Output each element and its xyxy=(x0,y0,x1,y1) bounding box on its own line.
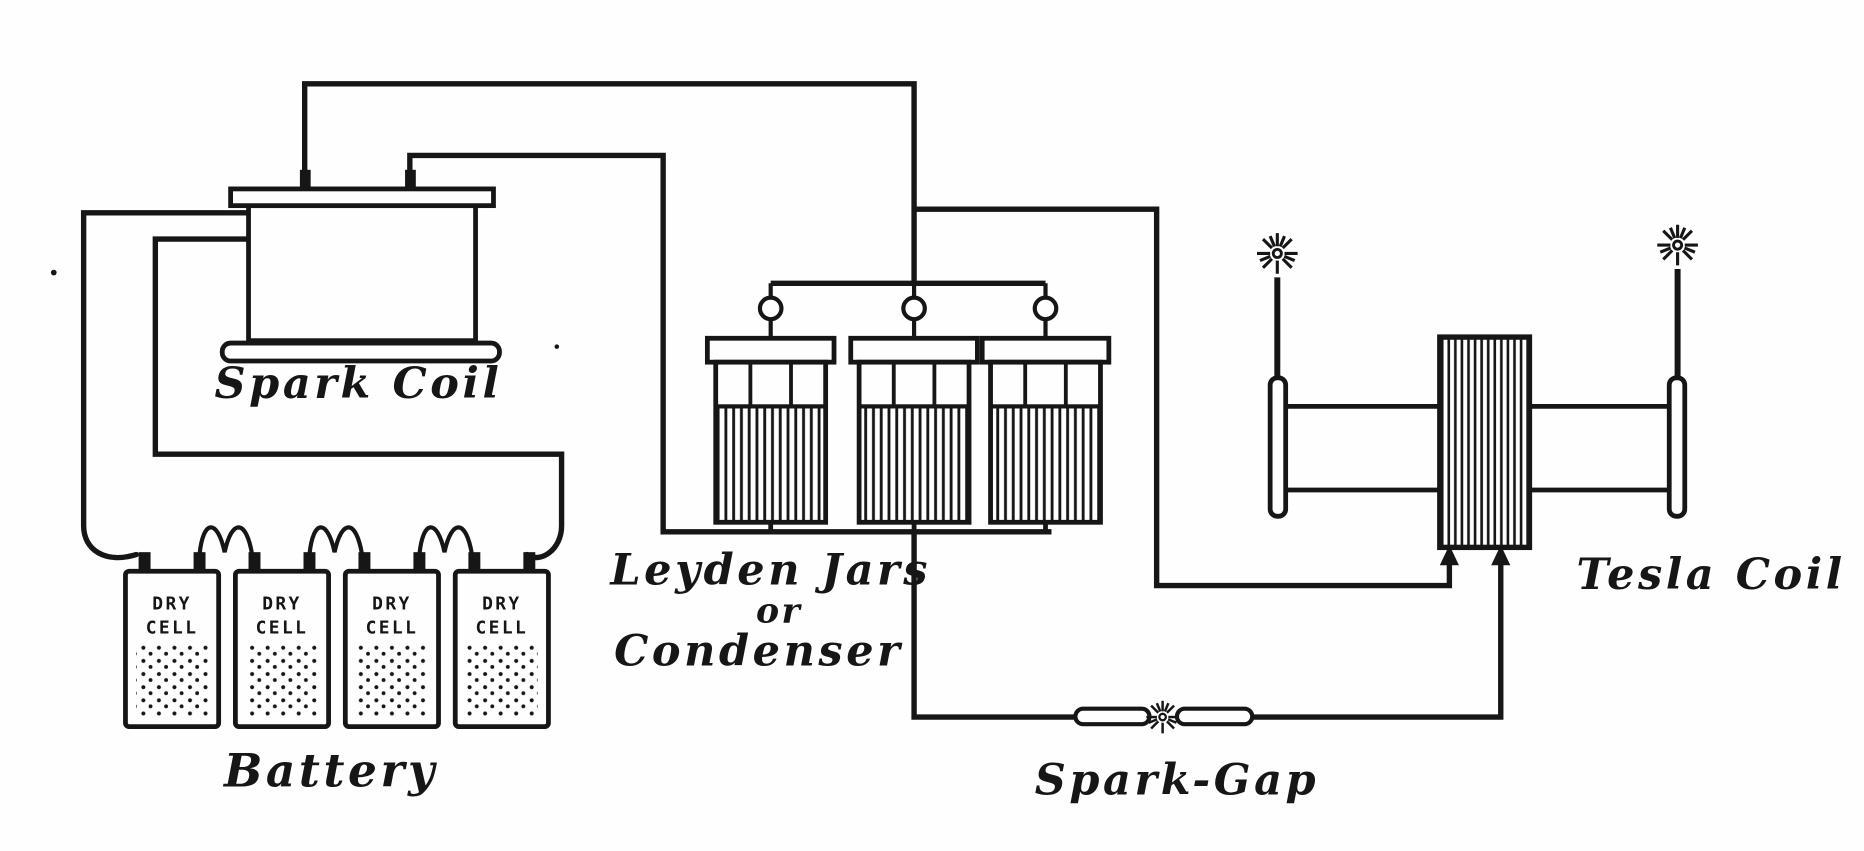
cell-terminal xyxy=(358,552,371,572)
dry-cell xyxy=(233,568,331,729)
cell-terminal xyxy=(138,552,151,572)
spark-gap-figure xyxy=(1073,701,1255,734)
discharge-spark-icon xyxy=(1257,233,1298,274)
wire-sparkgap-to-primary xyxy=(1252,564,1504,720)
spark-gap-label: Spark-Gap xyxy=(1035,756,1319,806)
tesla-coil-figure xyxy=(1257,225,1698,566)
wire-sparkcoil-to-jar-bottoms xyxy=(407,152,1052,535)
cell-terminal xyxy=(248,552,261,572)
ink-specks xyxy=(50,269,560,349)
primary-terminal-arrow xyxy=(1439,544,1459,566)
primary-winding xyxy=(1437,334,1533,551)
diagram-root: Spark Coil Leyden Jars or Condenser Batt… xyxy=(50,81,1845,806)
wire-knobline-to-primary xyxy=(914,206,1453,589)
coil-end-disc-left xyxy=(1267,375,1289,519)
spark-coil-label: Spark Coil xyxy=(215,359,503,409)
primary-terminal-arrow xyxy=(1491,544,1511,566)
leyden-jar xyxy=(848,283,980,534)
wire-jars-to-sparkgap xyxy=(911,533,1077,720)
cell-terminal xyxy=(468,552,481,572)
leyden-jar xyxy=(979,283,1112,534)
spark-coil-body xyxy=(246,203,478,344)
jar-cap xyxy=(979,335,1112,365)
spark-coil-top-plate xyxy=(228,186,496,209)
cell-terminal xyxy=(193,552,206,572)
spark-gap-rod-left xyxy=(1073,706,1152,727)
dry-cell-label-line2: CELL xyxy=(476,617,529,638)
leyden-jars-label-line3: Condenser xyxy=(614,627,903,677)
spark-coil-terminal-right xyxy=(405,169,416,189)
dry-cell-label-line1: DRY xyxy=(372,594,412,615)
spark-coil-figure xyxy=(219,169,502,364)
spark-icon xyxy=(1146,701,1179,734)
jar-foil xyxy=(713,404,828,525)
dry-cell xyxy=(123,568,222,729)
jar-foil xyxy=(857,404,972,525)
jar-knob xyxy=(1032,295,1059,322)
leyden-jars-label-line2: or xyxy=(756,591,802,632)
cell-stipple xyxy=(246,642,318,718)
tesla-coil-label: Tesla Coil xyxy=(1576,550,1845,600)
spark-coil-terminal-left xyxy=(299,169,311,189)
jar-knob xyxy=(901,295,927,322)
leyden-jar xyxy=(704,283,837,534)
dry-cell-label-line1: DRY xyxy=(152,594,192,615)
battery-label: Battery xyxy=(222,743,438,797)
discharge-spark-icon xyxy=(1657,225,1698,266)
cell-terminal xyxy=(523,552,536,572)
dry-cell xyxy=(342,568,441,729)
labels: Spark Coil Leyden Jars or Condenser Batt… xyxy=(146,359,1845,806)
dry-cell-label-line2: CELL xyxy=(366,617,419,638)
dry-cell-label-line2: CELL xyxy=(256,617,309,638)
cell-stipple xyxy=(466,642,538,718)
coil-end-disc-right xyxy=(1666,375,1688,519)
spark-gap-rod-right xyxy=(1174,706,1255,727)
jar-foil xyxy=(988,404,1103,525)
cell-stipple xyxy=(136,642,208,718)
cell-jumper-wires xyxy=(197,525,475,557)
dry-cell-label-line1: DRY xyxy=(482,594,522,615)
leyden-jars-figure xyxy=(704,280,1112,534)
jar-cap xyxy=(848,335,980,365)
jar-knob xyxy=(757,295,784,322)
cell-terminal xyxy=(303,552,316,572)
cell-terminal xyxy=(413,552,426,572)
battery-figure xyxy=(123,525,551,729)
wire-battery-left xyxy=(80,210,249,561)
jar-cap xyxy=(704,335,837,365)
leyden-jars-label-line1: Leyden Jars xyxy=(608,545,931,595)
dry-cell-label-line2: CELL xyxy=(146,617,199,638)
spark-coil-base xyxy=(219,340,502,364)
dry-cell xyxy=(452,568,551,729)
dry-cell-label-line1: DRY xyxy=(262,594,302,615)
wire-sparkcoil-to-jar-knobs xyxy=(302,81,917,284)
cell-stipple xyxy=(356,642,428,718)
